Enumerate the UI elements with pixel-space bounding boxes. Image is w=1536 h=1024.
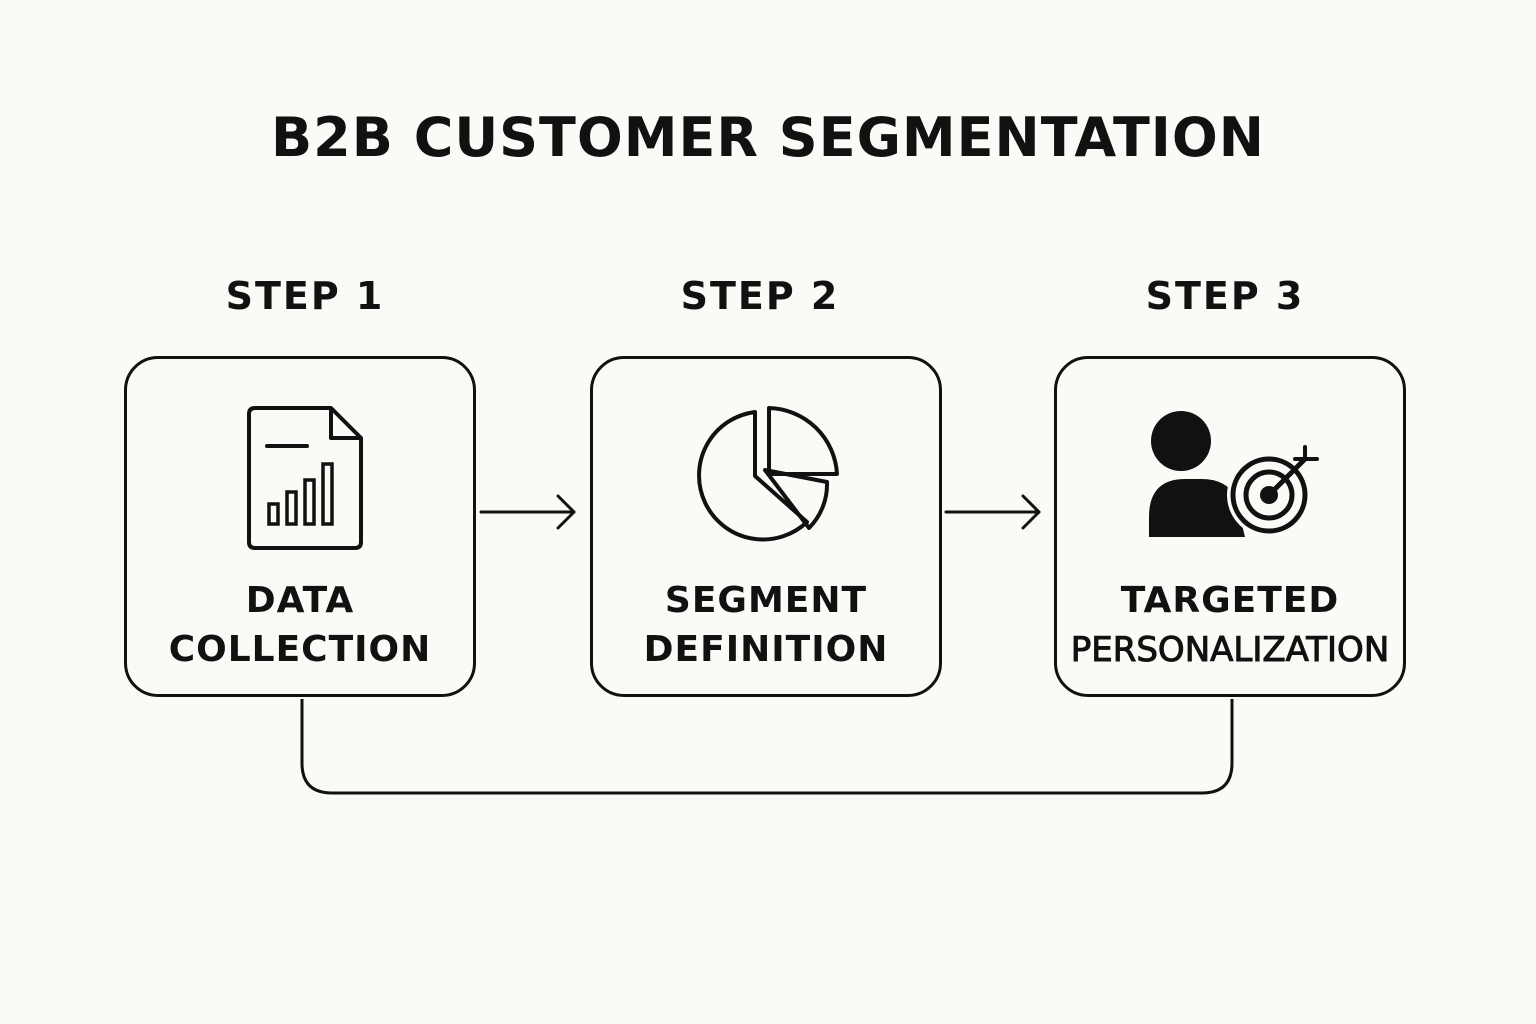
arrow-1-to-2 (479, 494, 576, 530)
target-icon (1227, 445, 1319, 537)
step-3-title-line-2: PERSONALIZATION (1070, 630, 1390, 671)
diagram-title: B2B CUSTOMER SEGMENTATION (271, 106, 1265, 169)
step-3-label: STEP 3 (1145, 274, 1305, 318)
person-target-icon (1149, 411, 1319, 537)
step-2-title-line-2: DEFINITION (643, 629, 889, 670)
step-1-title-line-1: DATA (245, 580, 355, 621)
step-2-box: SEGMENT DEFINITION (590, 356, 942, 697)
arrow-2-to-3 (944, 494, 1041, 530)
step-1-box: DATA COLLECTION (124, 356, 476, 697)
feedback-loop-line (300, 699, 1234, 795)
step-2-title-line-1: SEGMENT (664, 580, 868, 621)
step-1-title-line-2: COLLECTION (168, 629, 432, 670)
pie-chart-icon (697, 406, 839, 542)
document-chart-icon (247, 406, 363, 550)
step-2-label: STEP 2 (680, 274, 840, 318)
step-1-label: STEP 1 (225, 274, 385, 318)
step-3-title-line-1: TARGETED (1120, 580, 1340, 621)
person-icon (1151, 411, 1211, 471)
step-3-box: TARGETED PERSONALIZATION (1054, 356, 1406, 697)
